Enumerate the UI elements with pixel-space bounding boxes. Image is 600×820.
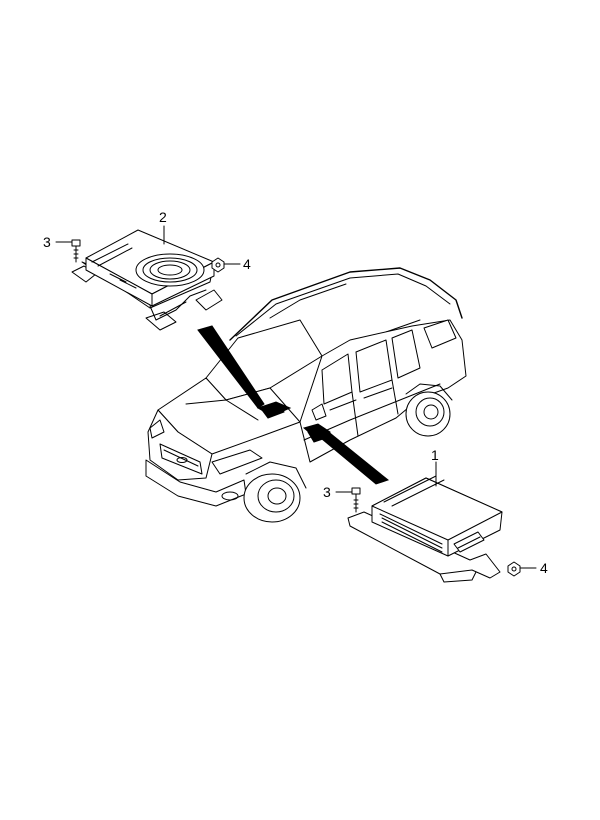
leader-arrow	[197, 325, 390, 485]
callout-subwoofer: 2	[159, 209, 167, 225]
bolt-lower[interactable]	[351, 487, 361, 513]
callout-nut-upper: 4	[243, 256, 251, 272]
callout-amplifier: 1	[431, 447, 439, 463]
callout-bolt-lower: 3	[323, 484, 331, 500]
callout-leaders	[55, 225, 537, 569]
bolt-upper[interactable]	[71, 239, 81, 263]
location-marker-subwoofer	[256, 401, 292, 419]
callout-bolt-upper: 3	[43, 234, 51, 250]
nut-upper[interactable]	[211, 257, 225, 273]
amplifier-assembly[interactable]	[347, 475, 503, 583]
callout-nut-lower: 4	[540, 560, 548, 576]
vehicle-outline	[145, 267, 467, 523]
subwoofer-assembly[interactable]	[71, 229, 223, 331]
nut-lower[interactable]	[507, 561, 521, 577]
